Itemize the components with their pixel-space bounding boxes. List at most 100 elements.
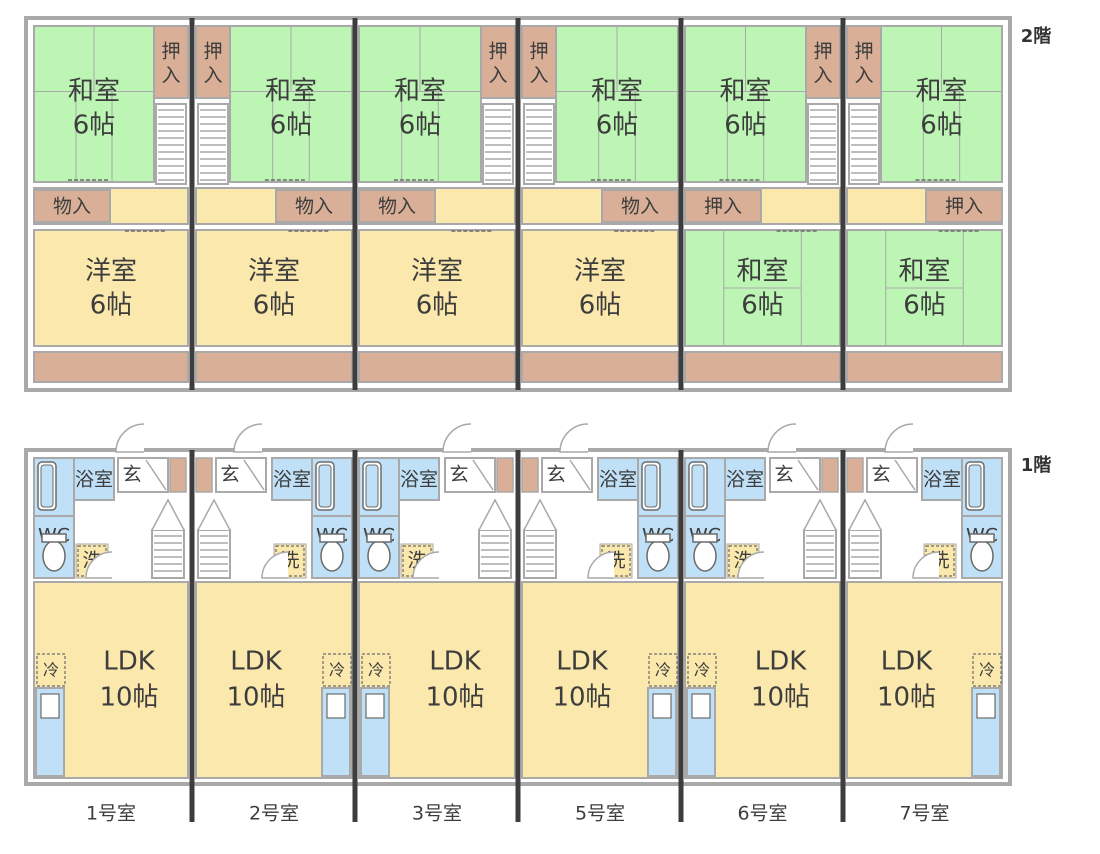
unit-5-oshiire-top	[805, 25, 841, 99]
unit-3-bathtub-inner	[365, 464, 379, 508]
unit-2-oshiire-v1: 押	[203, 41, 222, 63]
unit-1-ldk-size: 10帖	[99, 683, 158, 713]
unit-2-bath-label: 浴室	[273, 469, 311, 491]
unit-6-stairs-lower	[848, 529, 882, 579]
unit-6-stairs-upper	[848, 103, 880, 185]
unit-4-balcony	[521, 351, 679, 383]
unit-2-toilet-tank	[319, 533, 345, 543]
unit-2-kitchen-sink	[326, 693, 346, 719]
unit-6-lower-room-name: 和室	[898, 257, 950, 287]
unit-3-stair-landing	[478, 498, 512, 531]
unit-4-ldk-name: LDK	[556, 647, 609, 677]
unit-4-genkan	[541, 457, 593, 493]
unit-1-top-room-size: 6帖	[73, 111, 116, 141]
unit-6-stair-landing	[848, 498, 882, 531]
unit-2-bath	[271, 457, 313, 501]
unit-4-stair-landing	[523, 498, 557, 531]
unit-1-toilet-tank	[41, 533, 67, 543]
unit-5-top-room-name: 和室	[719, 77, 771, 107]
unit-4-fridge-label: 冷	[655, 661, 671, 680]
unit-1-fridge-label: 冷	[43, 661, 59, 680]
unit-2-genkan-step	[243, 459, 265, 491]
unit-1-genkan-step	[145, 459, 167, 491]
unit-2-fridge-label: 冷	[329, 661, 345, 680]
floor-label-1f: 1階	[1021, 455, 1052, 476]
unit-4-top-room-name: 和室	[591, 77, 643, 107]
unit-4-oshiire-v2: 入	[529, 65, 548, 87]
unit-5-stairs-upper	[807, 103, 839, 185]
unit-1-shoe-box	[169, 457, 187, 493]
unit-5-toilet-tank	[692, 533, 718, 543]
unit-4-shoe-box	[521, 457, 539, 493]
unit-5-genkan-step	[797, 459, 819, 491]
unit-5-entrance-door	[767, 423, 797, 453]
unit-4-toilet	[646, 540, 670, 572]
unit-4-toilet-tank	[645, 533, 671, 543]
unit-3-fridge-label: 冷	[368, 661, 384, 680]
unit-5-storage	[684, 189, 762, 223]
unit-3-oshiire-v2: 入	[488, 65, 507, 87]
unit-4-lower-room-name: 洋室	[574, 257, 626, 287]
unit-4-stairs-upper	[523, 103, 555, 185]
unit-5-toilet	[693, 540, 717, 572]
unit-4-oshiire-top	[521, 25, 557, 99]
unit-3-oshiire-top	[480, 25, 516, 99]
unit-5-top-room-size: 6帖	[724, 111, 767, 141]
unit-1-entrance-door	[115, 423, 145, 453]
unit-4-kitchen-sink	[652, 693, 672, 719]
unit-1-lower-room-size: 6帖	[90, 291, 133, 321]
unit-5-shoe-box	[821, 457, 839, 493]
unit-5-kitchen-sink	[691, 693, 711, 719]
unit-label-5: 6号室	[737, 803, 787, 825]
unit-1-storage	[33, 189, 111, 223]
unit-6-ldk-door	[912, 551, 940, 579]
unit-label-4: 5号室	[575, 803, 625, 825]
unit-3-top-room-size: 6帖	[399, 111, 442, 141]
unit-label-3: 3号室	[412, 803, 462, 825]
unit-2-stair-landing	[197, 498, 231, 531]
unit-4-genkan-label: 玄	[546, 464, 565, 486]
unit-5-storage-label: 押入	[704, 196, 742, 218]
unit-4-ldk-size: 10帖	[552, 683, 611, 713]
unit-1-oshiire-top	[153, 25, 189, 99]
unit-3-storage-label: 物入	[378, 196, 416, 218]
unit-4-stairs-lower	[523, 529, 557, 579]
unit-6-lower-room-size: 6帖	[903, 291, 946, 321]
unit-1-storage-label: 物入	[53, 196, 91, 218]
unit-label-1: 1号室	[86, 803, 136, 825]
unit-3-lower-room-name: 洋室	[411, 257, 463, 287]
unit-1-stairs-lower	[151, 529, 185, 579]
unit-5-ldk-door	[737, 551, 765, 579]
unit-3-shoe-box	[496, 457, 514, 493]
unit-4-entrance-door	[559, 423, 589, 453]
unit-3-storage	[358, 189, 436, 223]
unit-6-ldk-name: LDK	[881, 647, 934, 677]
unit-1-oshiire-v1: 押	[161, 41, 180, 63]
unit-2-stairs-upper	[197, 103, 229, 185]
unit-6-oshiire-top	[846, 25, 882, 99]
unit-6-bath-label: 浴室	[923, 469, 961, 491]
unit-3-bath	[398, 457, 440, 501]
unit-6-storage-label: 押入	[945, 196, 983, 218]
unit-1-ldk-door	[85, 551, 113, 579]
unit-4-lower-room-size: 6帖	[579, 291, 622, 321]
unit-6-genkan-label: 玄	[871, 464, 890, 486]
unit-3-ldk-name: LDK	[429, 647, 482, 677]
unit-3-genkan-label: 玄	[449, 464, 468, 486]
unit-label-6: 7号室	[899, 803, 949, 825]
unit-1-bath	[73, 457, 115, 501]
unit-2-ldk-size: 10帖	[226, 683, 285, 713]
unit-2-ldk-name: LDK	[230, 647, 283, 677]
unit-3-balcony	[358, 351, 516, 383]
unit-4-genkan-step	[569, 459, 591, 491]
unit-5-oshiire-v1: 押	[813, 41, 832, 63]
unit-6-top-room-size: 6帖	[920, 111, 963, 141]
unit-2-ldk-door	[261, 551, 289, 579]
unit-2-top-room-size: 6帖	[270, 111, 313, 141]
unit-3-genkan-step	[472, 459, 494, 491]
unit-6-entrance-door	[884, 423, 914, 453]
unit-6-oshiire-v1: 押	[854, 41, 873, 63]
unit-3-toilet	[367, 540, 391, 572]
